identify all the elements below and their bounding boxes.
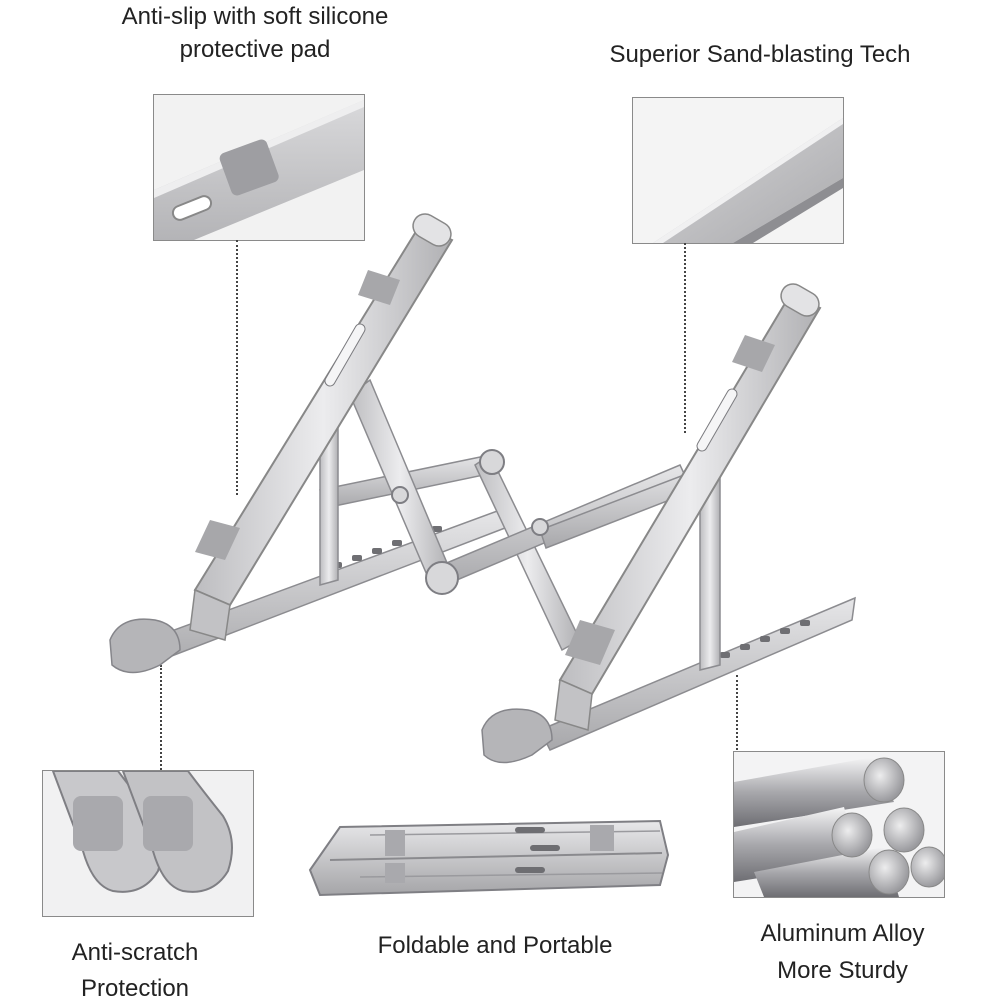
sand-blasting-inset bbox=[632, 97, 844, 244]
aluminum-rods-inset bbox=[733, 751, 945, 898]
silicone-pad-image bbox=[154, 95, 364, 240]
silicone-pad-inset bbox=[153, 94, 365, 241]
leader-line-anti-slip bbox=[236, 240, 238, 495]
laptop-stand-illustration bbox=[109, 213, 856, 764]
right-rail-holes bbox=[720, 620, 810, 658]
anti-slip-caption: Anti-slip with soft silicone protective … bbox=[70, 0, 440, 66]
leader-line-anti-scratch bbox=[160, 665, 162, 770]
aluminum-caption: Aluminum Alloy More Sturdy bbox=[735, 915, 950, 989]
leader-line-sand-blasting bbox=[684, 243, 686, 433]
right-top-arm bbox=[554, 283, 822, 731]
aluminum-caption-line-2: More Sturdy bbox=[777, 957, 908, 984]
anti-scratch-inset bbox=[42, 770, 254, 917]
pivot-joints bbox=[391, 449, 549, 595]
right-foot bbox=[481, 708, 553, 764]
left-foot bbox=[109, 618, 181, 674]
aluminum-rods-image bbox=[734, 752, 944, 897]
sand-blasting-image bbox=[633, 98, 843, 243]
anti-slip-caption-line-1: Anti-slip with soft silicone bbox=[121, 3, 389, 30]
left-top-arm bbox=[189, 213, 454, 641]
folded-stand-illustration bbox=[308, 819, 670, 897]
foldable-caption: Foldable and Portable bbox=[377, 932, 613, 959]
anti-scratch-caption: Anti-scratch Protection bbox=[30, 935, 240, 1007]
leader-line-aluminum bbox=[736, 675, 738, 750]
anti-scratch-caption-line-1: Anti-scratch bbox=[71, 939, 199, 966]
anti-scratch-caption-line-2: Protection bbox=[80, 975, 190, 1002]
sand-blasting-caption: Superior Sand-blasting Tech bbox=[609, 41, 911, 68]
anti-slip-caption-line-2: protective pad bbox=[179, 36, 331, 63]
aluminum-caption-line-1: Aluminum Alloy bbox=[760, 920, 925, 947]
anti-scratch-image bbox=[43, 771, 253, 916]
